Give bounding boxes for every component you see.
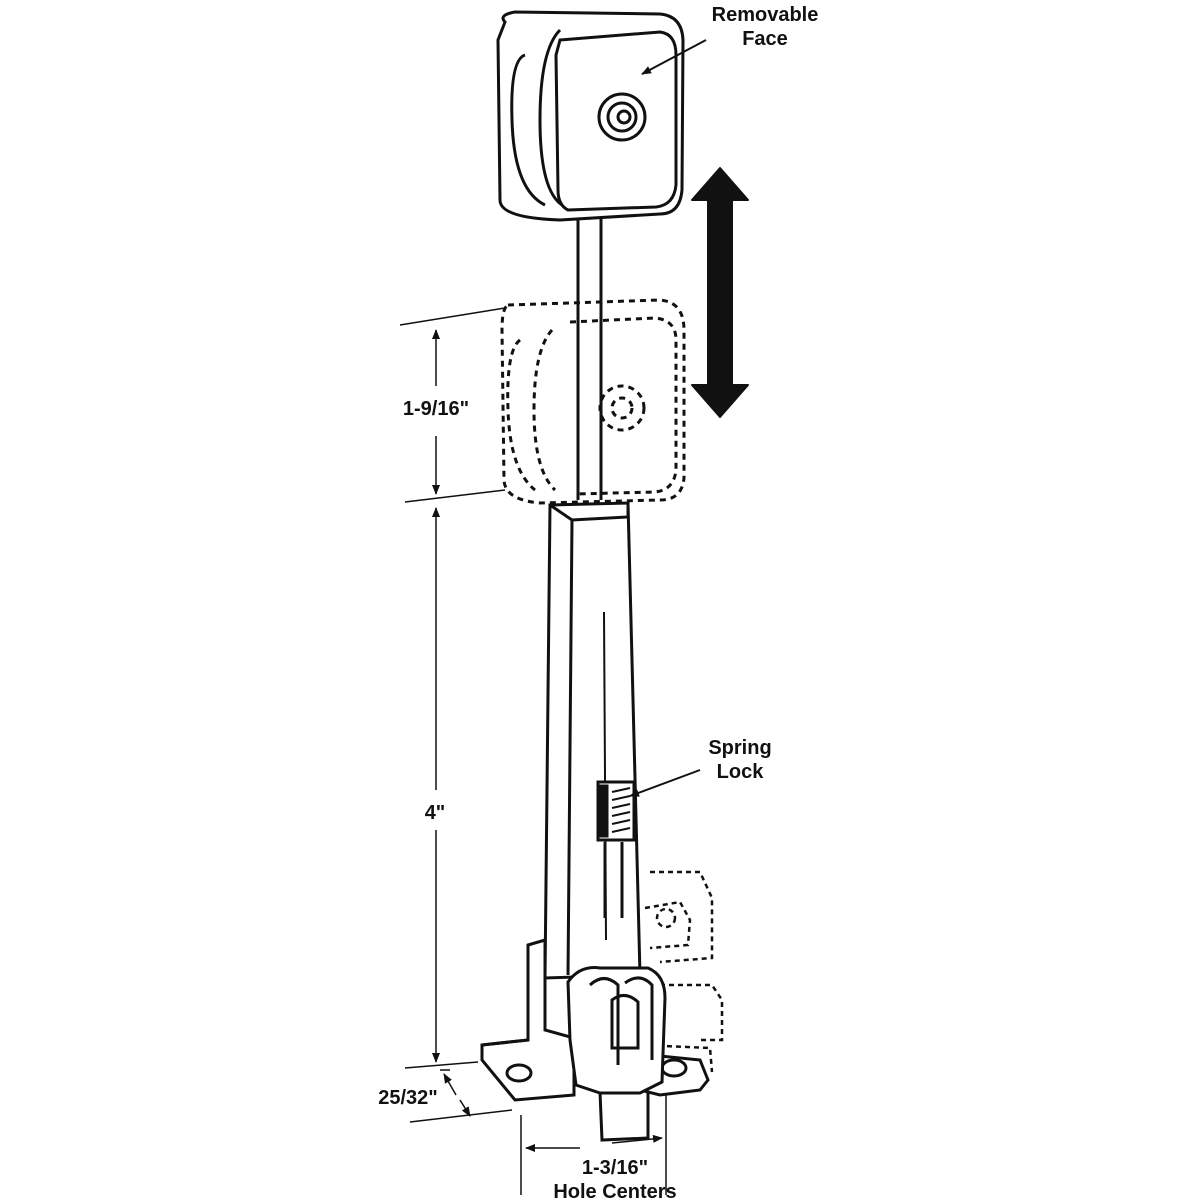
roller-housing — [496, 10, 685, 222]
dimension-lines — [399, 39, 707, 1195]
roller-housing-lowered — [500, 298, 686, 505]
travel-dimension-label: 1-9/16" — [386, 397, 486, 421]
height-dimension-label: 4" — [410, 801, 460, 825]
stem — [576, 218, 603, 500]
post-body — [543, 501, 642, 980]
spring-lock-label: Spring Lock — [708, 737, 772, 783]
removable-face-label: Removable Face — [711, 4, 819, 50]
callout-leader-face — [641, 39, 707, 75]
motion-arrow — [691, 167, 749, 418]
spring-lock — [596, 780, 636, 918]
mounting-base — [480, 937, 710, 1142]
hole-spacing-dimension-label: 1-3/16" Hole Centers — [553, 1157, 677, 1203]
callout-leader-lock — [629, 769, 701, 797]
base-offset-dimension-label: 25/32" — [378, 1087, 438, 1109]
lock-phantom — [639, 870, 724, 1073]
